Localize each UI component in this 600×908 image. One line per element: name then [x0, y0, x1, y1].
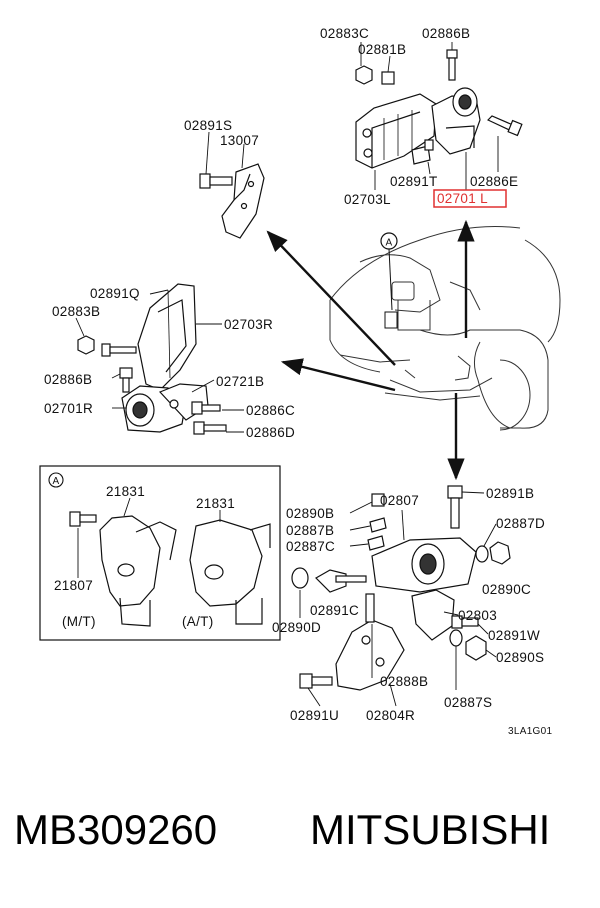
bracket-02804R	[335, 619, 405, 691]
label-02703L: 02703L	[344, 192, 391, 207]
label-02883B: 02883B	[52, 304, 100, 319]
inset-caption-at: (A/T)	[182, 614, 214, 629]
part-labels: 02883C 02886B 02881B 02891S 13007 02891T…	[44, 26, 552, 737]
right-mount-leaders	[75, 289, 244, 433]
bolt-02886B-head	[446, 49, 458, 59]
bolt-02886C-head	[191, 401, 203, 415]
label-02804R: 02804R	[366, 708, 415, 723]
bolt-02886B-shank	[448, 57, 456, 81]
label-02887S: 02887S	[444, 695, 492, 710]
nut-02890D	[291, 567, 309, 589]
highlight-box-02701L	[433, 189, 507, 208]
mount-bracket-02703L	[355, 93, 437, 169]
nut-02890C	[489, 541, 511, 565]
engine-body	[329, 226, 561, 431]
arrow-to-right-mount	[280, 358, 396, 392]
mt-mount-body	[99, 515, 161, 607]
inset-label-21831-at: 21831	[196, 496, 235, 511]
drawing-code: 3LA1G01	[508, 726, 552, 737]
label-02887B: 02887B	[286, 523, 334, 538]
label-02890S: 02890S	[496, 650, 544, 665]
bolt-21807-head	[69, 511, 81, 527]
parts-diagram: A	[39, 26, 561, 737]
label-13007: 13007	[220, 133, 259, 148]
bolt-02891U-head	[299, 673, 313, 689]
label-02886B-top: 02886B	[422, 26, 470, 41]
bracket-13007-leaders	[205, 131, 245, 175]
inset-a-marker: A	[53, 476, 60, 487]
label-02887C: 02887C	[286, 539, 335, 554]
label-02891T: 02891T	[390, 174, 438, 189]
label-02883C: 02883C	[320, 26, 369, 41]
label-02701L: 02701 L	[437, 191, 488, 206]
bolt-02891Q-head	[101, 343, 111, 357]
inset-a-frame	[39, 465, 281, 641]
engine-callout-a: A	[380, 232, 398, 329]
bracket-13007-assembly	[199, 163, 265, 239]
label-02721B: 02721B	[216, 374, 264, 389]
label-02701R: 02701R	[44, 401, 93, 416]
nut-02883C	[355, 65, 373, 85]
label-02891U: 02891U	[290, 708, 339, 723]
bracket-13007	[221, 163, 265, 239]
label-02886E: 02886E	[470, 174, 518, 189]
label-02891S: 02891S	[184, 118, 232, 133]
transmission-mount-assembly	[291, 485, 511, 691]
inset-label-21831-mt: 21831	[106, 484, 145, 499]
label-02886C: 02886C	[246, 403, 295, 418]
washer-02887B	[369, 517, 387, 533]
pointer-arrows	[266, 219, 475, 481]
label-02807: 02807	[380, 493, 419, 508]
inset-label-21807: 21807	[54, 578, 93, 593]
inset-a: A 21831 21831 21807 (M/T) (A/T)	[39, 465, 281, 641]
label-02890D: 02890D	[272, 620, 321, 635]
washer-02887D	[475, 545, 489, 563]
transmission-mount-leaders	[299, 491, 497, 707]
bracket-02803	[411, 589, 455, 641]
left-mount-assembly	[355, 49, 523, 169]
label-02886B-left: 02886B	[44, 372, 92, 387]
right-mount-assembly	[77, 283, 227, 435]
label-02887D: 02887D	[496, 516, 545, 531]
label-02888B: 02888B	[380, 674, 428, 689]
label-02803: 02803	[458, 608, 497, 623]
bracket-02703R	[137, 283, 197, 391]
washer-02887C	[367, 535, 385, 551]
arrow-to-top-left-bracket	[266, 230, 396, 366]
nut-02883B	[77, 335, 95, 355]
bolt-02886B-left-head	[119, 367, 133, 379]
stud-02888B	[365, 593, 375, 623]
bolt-02891B-head	[447, 485, 463, 499]
footer: MB309260 MITSUBISHI	[14, 806, 594, 876]
label-02890B: 02890B	[286, 506, 334, 521]
left-mount-leaders	[360, 42, 499, 190]
label-02703R: 02703R	[224, 317, 273, 332]
bolt-02891S-shank	[209, 176, 233, 186]
label-02891W: 02891W	[488, 628, 540, 643]
part-number: MB309260	[14, 806, 218, 853]
brand-name: MITSUBISHI	[310, 806, 551, 853]
at-mount-body	[189, 519, 263, 607]
label-02881B: 02881B	[358, 42, 406, 57]
engine-marker-text: A	[386, 238, 393, 249]
label-02886D: 02886D	[246, 425, 295, 440]
nut-02890B	[371, 493, 385, 507]
nut-02890S	[465, 635, 487, 661]
bolt-02891S-head	[199, 173, 211, 189]
nut-02881B	[381, 71, 395, 85]
washer-02887S	[449, 629, 463, 647]
label-02891C: 02891C	[310, 603, 359, 618]
label-02890C: 02890C	[482, 582, 531, 597]
label-02891B: 02891B	[486, 486, 534, 501]
bolt-02886D-head	[193, 421, 205, 435]
label-02891Q: 02891Q	[90, 286, 140, 301]
inset-caption-mt: (M/T)	[62, 614, 96, 629]
